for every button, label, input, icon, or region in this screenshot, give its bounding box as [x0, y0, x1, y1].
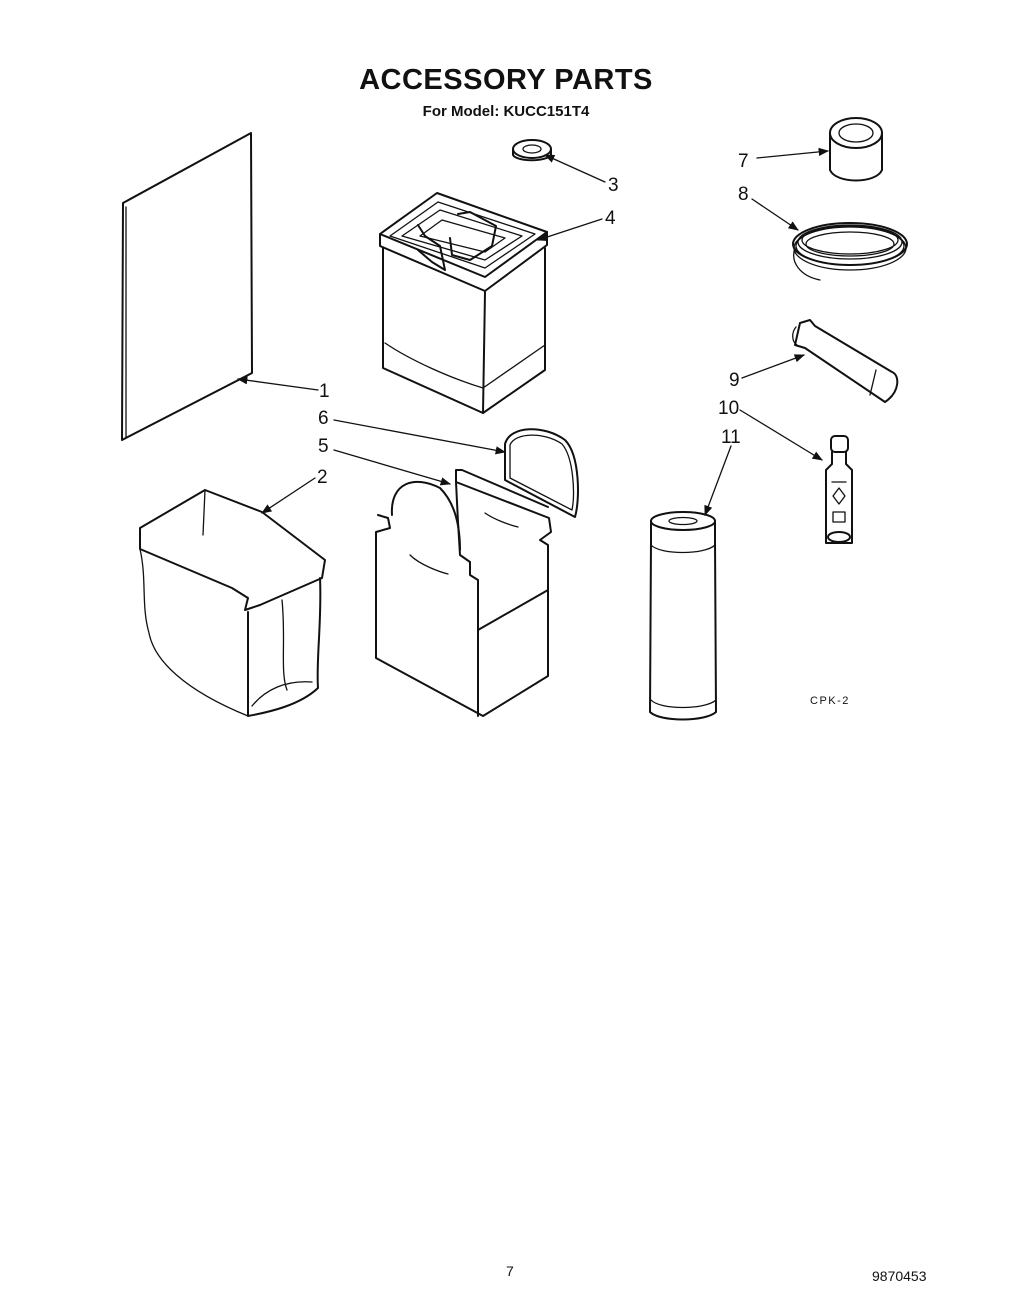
callout-4: 4 — [605, 208, 616, 229]
leader-6 — [333, 419, 507, 455]
leader-5 — [333, 449, 451, 486]
callout-1: 1 — [319, 381, 330, 402]
leader-lines — [236, 147, 830, 516]
page-number: 7 — [506, 1263, 514, 1279]
leader-10 — [739, 409, 823, 461]
part-3-small-cap — [512, 139, 552, 162]
callout-9: 9 — [729, 370, 740, 391]
callout-11: 11 — [721, 427, 741, 448]
callout-7: 7 — [738, 151, 749, 172]
leader-9 — [741, 354, 805, 379]
part-8-coiled-tubing — [792, 222, 908, 281]
part-5-bag-holder — [375, 469, 552, 717]
part-10-touch-up-pen — [825, 435, 853, 544]
part-7-tin-can — [829, 117, 883, 182]
leader-4 — [537, 218, 603, 242]
callout-3: 3 — [608, 175, 619, 196]
callout-10: 10 — [718, 398, 739, 419]
part-1-sheet-panel — [121, 132, 253, 441]
callout-5: 5 — [318, 436, 329, 457]
part-11-aerosol-can — [649, 511, 717, 721]
leader-11 — [704, 445, 732, 516]
model-subtitle: For Model: KUCC151T4 — [422, 103, 590, 120]
part-4-ice-bucket — [379, 192, 548, 414]
callout-6: 6 — [318, 408, 329, 429]
callout-8: 8 — [738, 184, 749, 205]
page-title: ACCESSORY PARTS — [359, 64, 653, 96]
leader-3 — [544, 154, 606, 183]
document-number: 9870453 — [872, 1268, 927, 1284]
part-2-bag-liner — [139, 489, 326, 717]
callout-2: 2 — [317, 467, 328, 488]
callout-labels: 1 2 3 4 5 6 7 8 9 10 11 CPK-2 — [317, 151, 850, 707]
leader-7 — [756, 147, 830, 159]
leader-1 — [236, 376, 319, 391]
leader-8 — [751, 198, 799, 231]
part-9-paste-tube — [792, 319, 899, 403]
leader-2 — [261, 477, 316, 514]
part-6-d-gasket — [504, 428, 579, 518]
drawing-code: CPK-2 — [810, 695, 850, 707]
